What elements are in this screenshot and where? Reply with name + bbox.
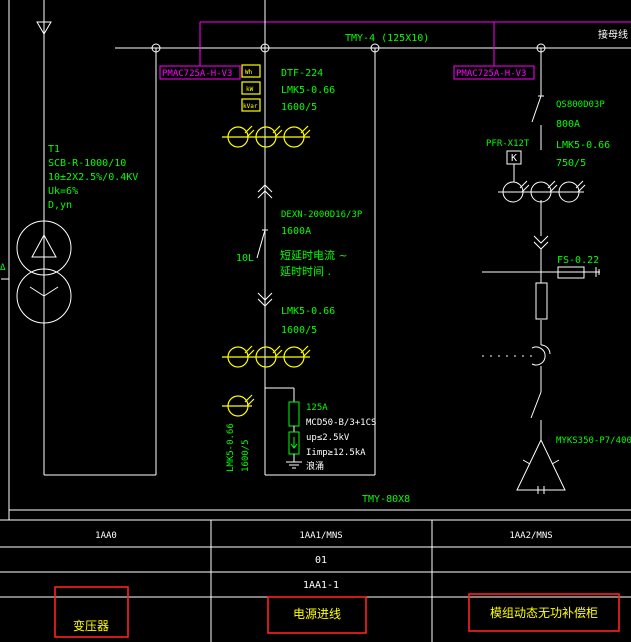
surge-protector-symbol <box>265 387 302 469</box>
comp-reactor-symbol <box>482 344 551 366</box>
comp-switch-model: QS800D03P <box>556 100 605 110</box>
transformer-symbol <box>1 220 72 324</box>
highlight-box-transformer <box>54 586 129 638</box>
left-column-frame <box>8 0 157 520</box>
ct-mid-type: LMK5-0.66 <box>281 306 335 317</box>
spd-imp: Iimp≥12.5kA <box>306 448 366 458</box>
ct-top-group <box>222 125 311 148</box>
capacitor-symbol <box>516 438 566 494</box>
incoming-meter-tag-box <box>159 65 241 80</box>
ct-side-ratio: 1600/5 <box>241 439 251 472</box>
breaker-rating: 1600A <box>281 226 311 237</box>
table-cell-r1-c3: 1AA2/MNS <box>509 531 552 541</box>
meter-boxes <box>241 64 261 112</box>
breaker-model: DEXN-2000D16/3P <box>281 210 363 220</box>
meter-box-wh: Wh <box>245 69 253 76</box>
transformer-uk: Uk=6% <box>48 186 78 197</box>
meter-box-kw: kW <box>246 86 254 93</box>
comp-fuse-label: FS-0.22 <box>557 255 599 266</box>
breaker-note-1: 短延时电流 ~ <box>280 248 348 262</box>
ct-side-symbol <box>222 394 255 417</box>
spd-fuse: 125A <box>306 403 328 413</box>
ct-mid-ratio: 1600/5 <box>281 325 317 336</box>
table-cell-r4-c3: 模组动态无功补偿柜 <box>490 605 598 620</box>
comp-capacitor-label: MYKS350-P7/400 <box>556 436 631 446</box>
spd-up: up≤2.5kV <box>306 433 350 443</box>
ct-mid-group <box>222 345 311 368</box>
ct-top-ratio: 1600/5 <box>281 102 317 113</box>
ct-top-type: LMK5-0.66 <box>281 85 335 96</box>
spd-model: MCD50-B/3+1CS <box>306 418 376 428</box>
comp-fuse-symbol <box>535 266 600 320</box>
table-cell-r4-c1: 变压器 <box>73 618 109 633</box>
spd-earth: 浪涌 <box>306 460 324 472</box>
table-cell-r1-c2: 1AA1/MNS <box>299 531 342 541</box>
highlight-box-incoming <box>267 596 367 634</box>
table-cell-r2-c2: 01 <box>315 555 327 566</box>
comp-ct-group <box>498 180 586 203</box>
transformer-ratio: 10±2X2.5%/0.4KV <box>48 172 138 183</box>
transformer-side-mark: Δ <box>0 263 6 273</box>
comp-meter-tag: PMAC725A-H-V3 <box>456 69 526 79</box>
busbar-connect-label: 接母线 <box>598 28 628 41</box>
meter-box-kvar: kVar <box>243 103 258 110</box>
transformer-model: SCB-R-1000/10 <box>48 158 126 169</box>
comp-feeder-line <box>482 48 600 440</box>
comp-controller-key: K <box>511 153 517 164</box>
ct-side-type: LMK5-0.66 <box>226 423 236 472</box>
incoming-meter-tag: PMAC725A-H-V3 <box>162 69 232 79</box>
highlight-box-compensation <box>468 593 620 632</box>
incoming-frame <box>264 0 376 476</box>
table-cell-r3-c2: 1AA1-1 <box>303 580 339 591</box>
bottom-busbar-label: TMY-80X8 <box>362 494 410 505</box>
table-cell-r1-c1: 1AA0 <box>95 531 117 541</box>
comp-controller: PFR-X12T <box>486 139 530 149</box>
transformer-name: T1 <box>48 144 60 155</box>
table-cell-r4-c2: 电源进线 <box>293 607 341 621</box>
incoming-breaker-symbol <box>256 184 273 307</box>
comp-switch-rating: 800A <box>556 119 580 130</box>
transformer-vector-group: D,yn <box>48 200 72 211</box>
ct-top-model: DTF-224 <box>281 68 323 79</box>
comp-ct-ratio: 750/5 <box>556 158 586 169</box>
comp-meter-tag-box <box>453 65 535 80</box>
breaker-note-2: 延时时间 . <box>280 265 331 278</box>
comp-ct-type: LMK5-0.66 <box>556 140 610 151</box>
top-busbar-label: TMY-4 (125X10) <box>345 33 429 44</box>
breaker-tag: 10L <box>236 253 254 264</box>
